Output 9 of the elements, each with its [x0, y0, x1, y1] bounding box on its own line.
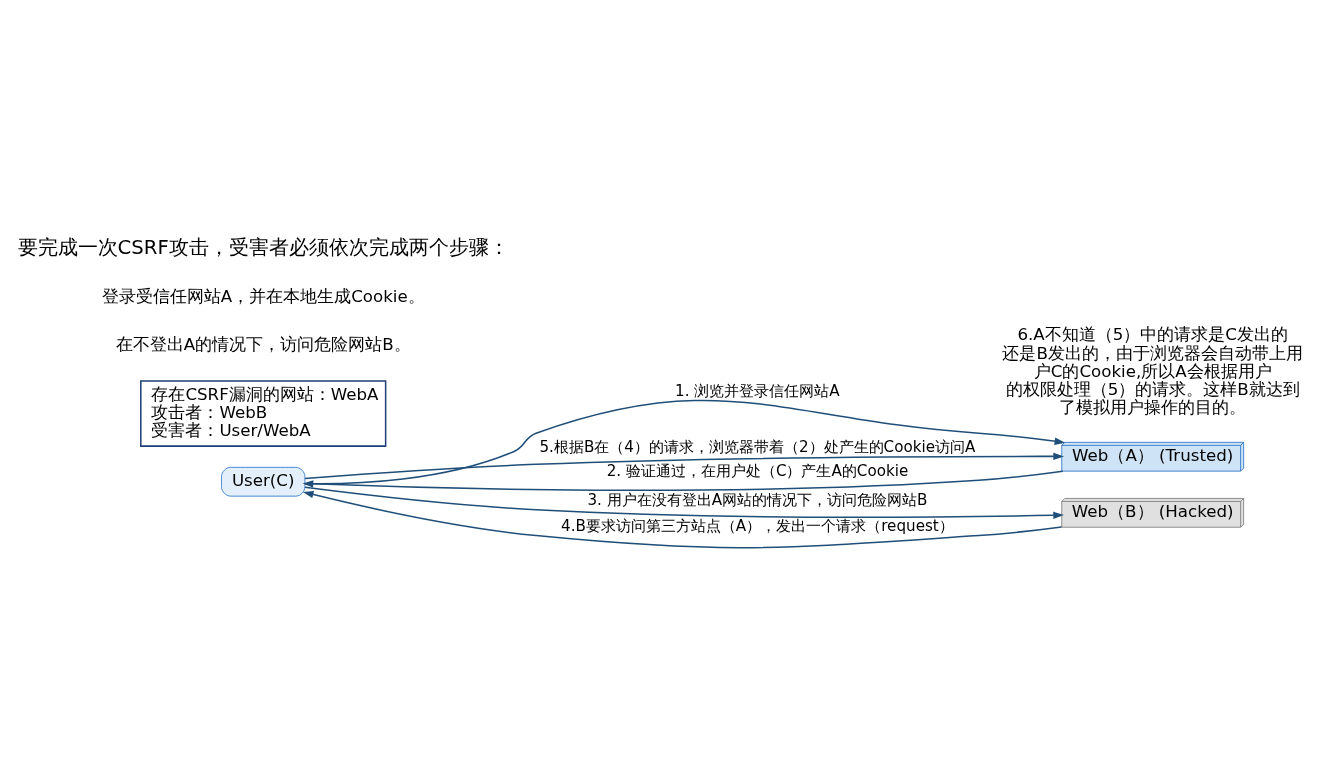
label: 要完成一次CSRF攻击，受害者必须依次完成两个步骤：: [17, 235, 509, 259]
edge-label: 3. 用户在没有登出A网站的情况下，访问危险网站B: [587, 491, 928, 510]
label: 登录受信任网站A，并在本地生成Cookie。: [101, 286, 425, 306]
label: 在不登出A的情况下，访问危险网站B。: [115, 335, 411, 355]
edge-label: 2. 验证通过，在用户处（C）产生A的Cookie: [606, 461, 909, 480]
edge-label: 4.B要求访问第三方站点（A），发出一个请求（request）: [561, 517, 954, 536]
label: 6.A不知道（5）中的请求是C发出的还是B发出的，由于浏览器会自动带上用户C的Cookie,所以A会根据用户的权限处理（5）的请求。这样B就达到了模拟用户操作的目的。: [1002, 325, 1303, 418]
edge-label: 5.根据B在（4）的请求，浏览器带着（2）处产生的Cookie访问A: [539, 438, 976, 457]
edge-label: 1. 浏览并登录信任网站A: [675, 382, 840, 401]
